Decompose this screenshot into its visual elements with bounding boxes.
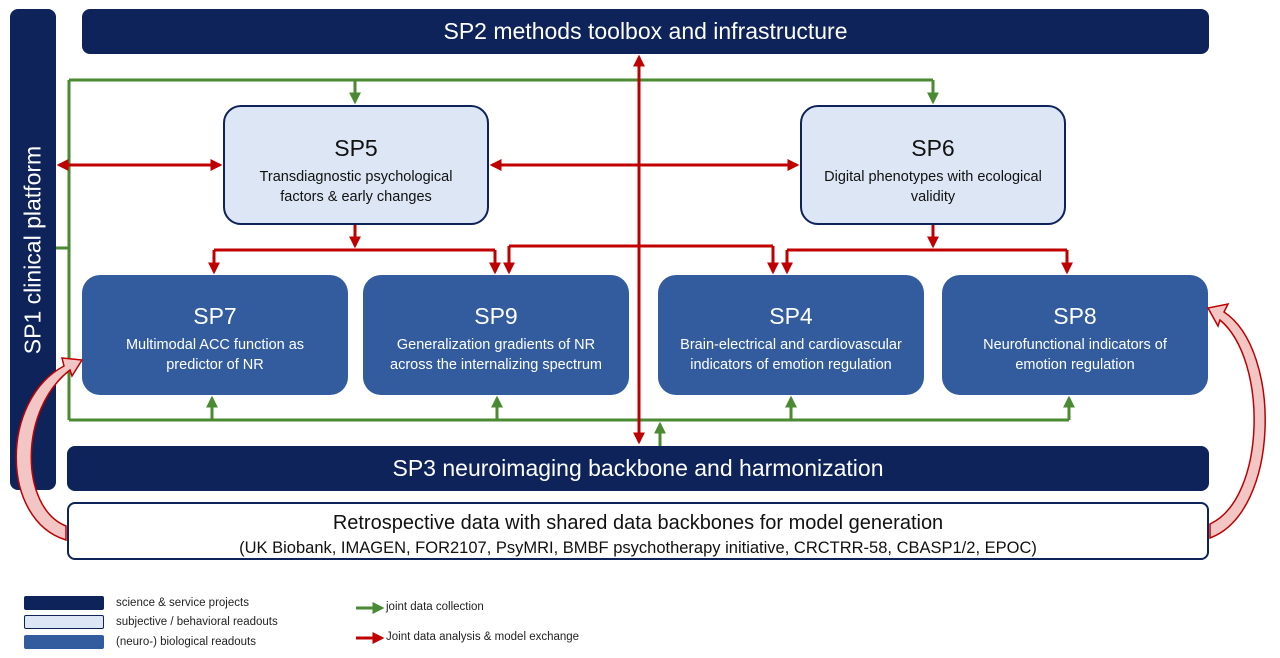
sp4-box: SP4 Brain-electrical and cardiovascular … bbox=[658, 275, 924, 395]
sp2-text: methods toolbox and infrastructure bbox=[493, 18, 848, 44]
sp4-line1: Brain-electrical and cardiovascular bbox=[680, 337, 902, 353]
sp7-box: SP7 Multimodal ACC function as predictor… bbox=[82, 275, 348, 395]
sp3-code: SP3 bbox=[392, 455, 436, 481]
sp1-label: SP1 clinical platform bbox=[20, 146, 47, 354]
sp8-box: SP8 Neurofunctional indicators of emotio… bbox=[942, 275, 1208, 395]
sp2-banner: SP2 methods toolbox and infrastructure bbox=[82, 9, 1209, 54]
sp7-line1: Multimodal ACC function as bbox=[125, 337, 305, 353]
sp8-line2: emotion regulation bbox=[1015, 357, 1135, 373]
sp2-code: SP2 bbox=[443, 18, 487, 44]
sp9-line2: across the internalizing spectrum bbox=[390, 357, 602, 373]
sp6-description: Digital phenotypes with ecological valid… bbox=[802, 167, 1064, 207]
retrospective-data-box: Retrospective data with shared data back… bbox=[67, 502, 1209, 560]
sp6-title: SP6 bbox=[911, 135, 955, 161]
sp5-line2: factors & early changes bbox=[280, 189, 432, 205]
legend-swatch-light bbox=[24, 615, 104, 629]
sp4-description: Brain-electrical and cardiovascular indi… bbox=[658, 335, 924, 375]
sp9-description: Generalization gradients of NR across th… bbox=[363, 335, 629, 375]
legend-label-light: subjective / behavioral readouts bbox=[116, 616, 278, 628]
retrospective-title: Retrospective data with shared data back… bbox=[332, 512, 944, 534]
retrospective-datasets: (UK Biobank, IMAGEN, FOR2107, PsyMRI, BM… bbox=[239, 539, 1037, 557]
sp7-title: SP7 bbox=[193, 303, 237, 329]
legend-label-red: Joint data analysis & model exchange bbox=[386, 631, 580, 643]
sp1-code: SP1 bbox=[19, 310, 46, 355]
sp9-line1: Generalization gradients of NR bbox=[396, 337, 596, 353]
sp6-box: SP6 Digital phenotypes with ecological v… bbox=[800, 105, 1066, 225]
sp1-text: clinical platform bbox=[19, 145, 46, 305]
legend-swatch-mid bbox=[24, 635, 104, 649]
sp5-title: SP5 bbox=[334, 135, 378, 161]
sp4-title: SP4 bbox=[769, 303, 813, 329]
sp9-box: SP9 Generalization gradients of NR acros… bbox=[363, 275, 629, 395]
sp7-description: Multimodal ACC function as predictor of … bbox=[82, 335, 348, 375]
curved-arrow-retro-to-sp8 bbox=[1206, 302, 1266, 540]
legend-arrow-icons bbox=[356, 602, 385, 644]
sp9-title: SP9 bbox=[474, 303, 518, 329]
legend-swatch-dark bbox=[24, 596, 104, 610]
sp6-line1: Digital phenotypes with ecological bbox=[824, 169, 1042, 185]
legend-label-green: joint data collection bbox=[386, 601, 484, 613]
sp5-line1: Transdiagnostic psychological bbox=[259, 169, 453, 185]
sp3-text: neuroimaging backbone and harmonization bbox=[442, 455, 884, 481]
sp6-line2: validity bbox=[910, 189, 956, 205]
sp4-line2: indicators of emotion regulation bbox=[690, 357, 892, 373]
sp5-box: SP5 Transdiagnostic psychological factor… bbox=[223, 105, 489, 225]
sp8-line1: Neurofunctional indicators of bbox=[983, 337, 1167, 353]
legend-label-mid: (neuro-) biological readouts bbox=[116, 636, 256, 648]
sp7-line2: predictor of NR bbox=[166, 357, 264, 373]
sp5-description: Transdiagnostic psychological factors & … bbox=[225, 167, 487, 207]
sp8-title: SP8 bbox=[1053, 303, 1097, 329]
sp3-banner: SP3 neuroimaging backbone and harmonizat… bbox=[67, 446, 1209, 491]
legend-label-dark: science & service projects bbox=[116, 597, 249, 609]
sp8-description: Neurofunctional indicators of emotion re… bbox=[942, 335, 1208, 375]
